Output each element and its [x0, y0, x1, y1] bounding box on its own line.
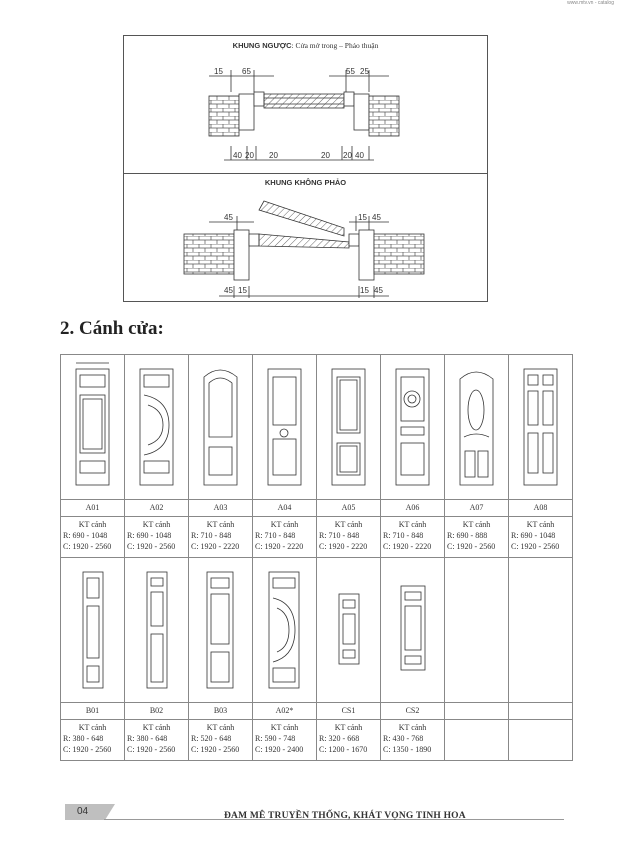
door-row1-codes: A01 A02 A03 A04 A05 A06 A07 A08: [60, 499, 573, 517]
svg-text:15: 15: [358, 213, 367, 222]
svg-text:40: 40: [355, 151, 364, 160]
door-spec-empty-1: [444, 719, 509, 761]
door-code-cs1: CS1: [316, 702, 381, 720]
footer-divider: [104, 819, 564, 820]
khung-nguoc-title: KHUNG NGƯỢC: Cửa mở trong – Phảo thuận: [232, 41, 379, 50]
door-code-a05: A05: [316, 499, 381, 517]
svg-text:20: 20: [245, 151, 254, 160]
door-code-a02: A02: [124, 499, 189, 517]
door-image-empty-1: [444, 557, 509, 703]
door-code-a03: A03: [188, 499, 253, 517]
door-image-a02-star: [252, 557, 317, 703]
door-image-a04: [252, 354, 317, 500]
door-code-b02: B02: [124, 702, 189, 720]
door-image-b01: [60, 557, 125, 703]
svg-text:15: 15: [238, 286, 247, 295]
door-code-cs2: CS2: [380, 702, 445, 720]
svg-text:15: 15: [360, 286, 369, 295]
svg-text:45: 45: [374, 286, 383, 295]
frame-divider: [124, 173, 487, 174]
khung-khong-phao-title: KHUNG KHÔNG PHẢO: [264, 178, 347, 187]
door-image-b03: [188, 557, 253, 703]
svg-text:65: 65: [242, 67, 251, 76]
door-image-a02: [124, 354, 189, 500]
door-code-a04: A04: [252, 499, 317, 517]
svg-text:45: 45: [224, 286, 233, 295]
door-image-a01: [60, 354, 125, 500]
page-number: 04: [65, 804, 115, 820]
svg-text:45: 45: [372, 213, 381, 222]
svg-text:40: 40: [233, 151, 242, 160]
door-code-a07: A07: [444, 499, 509, 517]
door-spec-empty-2: [508, 719, 573, 761]
door-row2-images: [60, 557, 573, 703]
khung-khong-phao-dim-labels: 45 15 45 45 15 15 45: [224, 213, 383, 295]
door-code-b03: B03: [188, 702, 253, 720]
door-code-a02-star: A02*: [252, 702, 317, 720]
door-code-a01: A01: [60, 499, 125, 517]
svg-text:20: 20: [321, 151, 330, 160]
door-code-empty-1: [444, 702, 509, 720]
svg-text:15: 15: [214, 67, 223, 76]
header-small-text: www.mtv.vn - catalog: [567, 0, 614, 6]
svg-text:25: 25: [360, 67, 369, 76]
door-code-empty-2: [508, 702, 573, 720]
door-image-b02: [124, 557, 189, 703]
door-image-a05: [316, 354, 381, 500]
svg-text:20: 20: [269, 151, 278, 160]
door-image-cs1: [316, 557, 381, 703]
svg-text:55: 55: [346, 67, 355, 76]
door-image-cs2: [380, 557, 445, 703]
khung-nguoc-dim-labels: 15 65 55 25 40 20 20 20 20 40: [214, 67, 369, 160]
door-code-a08: A08: [508, 499, 573, 517]
door-code-a06: A06: [380, 499, 445, 517]
khung-khong-phao-drawing: [183, 200, 425, 298]
frame-section-drawing: 15 65 55 25 40 20 20 20 20 40: [183, 67, 425, 298]
door-image-empty-2: [508, 557, 573, 703]
door-image-a07: [444, 354, 509, 500]
svg-text:45: 45: [224, 213, 233, 222]
door-code-b01: B01: [60, 702, 125, 720]
door-image-a03: [188, 354, 253, 500]
door-row1-images: [60, 354, 573, 500]
svg-text:20: 20: [343, 151, 352, 160]
footer-slogan: ĐAM MÊ TRUYỀN THỐNG, KHÁT VỌNG TINH HOA: [224, 811, 466, 821]
door-image-a08: [508, 354, 573, 500]
door-image-a06: [380, 354, 445, 500]
section-title-canh-cua: 2. Cánh cửa:: [60, 318, 164, 339]
door-row2-codes: B01 B02 B03 A02* CS1 CS2: [60, 702, 573, 720]
khung-nguoc-drawing: [208, 70, 400, 161]
frame-drawings-box: KHUNG NGƯỢC: Cửa mở trong – Phảo thuận K…: [123, 35, 488, 302]
